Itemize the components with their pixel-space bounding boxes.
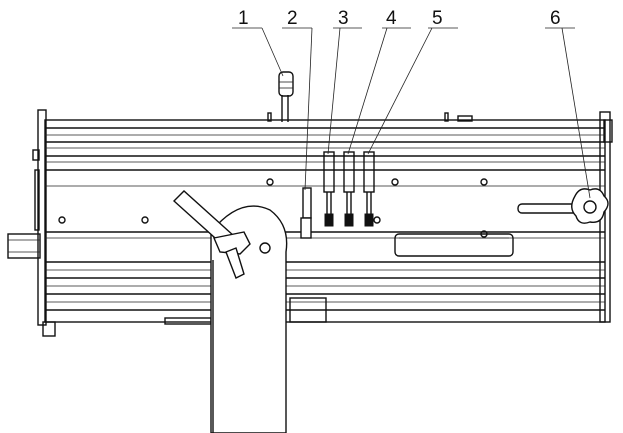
callout-label-3: 3 bbox=[338, 8, 349, 29]
callout-label-1: 1 bbox=[238, 8, 249, 29]
callout-label-2: 2 bbox=[287, 8, 298, 29]
top-adjustment-knob bbox=[278, 71, 294, 122]
star-knob bbox=[517, 188, 609, 224]
main-housing bbox=[7, 109, 613, 337]
callout-label-6: 6 bbox=[550, 8, 561, 29]
slider-lever-3 bbox=[323, 151, 335, 227]
callout-leaders bbox=[232, 27, 591, 199]
slider-lever-5 bbox=[363, 151, 375, 227]
slider-lever-2 bbox=[300, 187, 312, 239]
callout-label-5: 5 bbox=[432, 8, 443, 29]
clamp-lever bbox=[172, 190, 251, 279]
callout-label-4: 4 bbox=[386, 8, 397, 29]
slider-lever-4 bbox=[343, 151, 355, 227]
